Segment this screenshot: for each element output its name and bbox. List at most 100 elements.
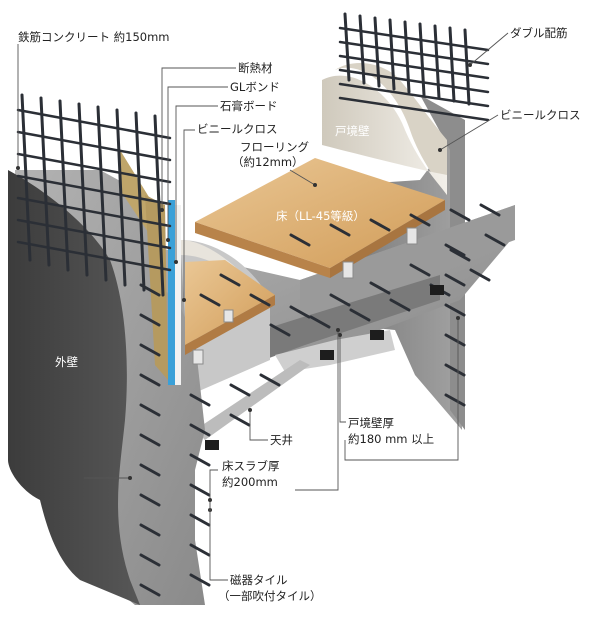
rebar-vertical-left [96,105,108,282]
rebar-stub [189,513,211,527]
rebar-stub [369,281,391,295]
rebar-stub [139,493,161,507]
leader-line [289,169,316,186]
label-slab-thickness: 約200mm [222,475,278,489]
rebar-horizontal-left [16,218,172,250]
leader-line [209,469,218,510]
rebar-stub [229,413,251,427]
label-gypsum: 石膏ボード [220,99,278,113]
rebar-stub [189,543,211,557]
slab-void [430,285,444,295]
rebar-vertical-right [358,14,366,85]
label-tile-note: （一部吹付タイル） [218,589,322,603]
rebar-stub [444,273,466,287]
partition-wall [345,55,465,430]
floor-slab-front [300,205,515,318]
leader-dot [166,238,170,242]
flooring-main-edge [195,222,330,278]
label-insulation: 断熱材 [238,61,273,75]
partition-wall-side [420,95,465,430]
rebar-stub [139,553,161,567]
label-exterior-wall: 外壁 [55,355,78,369]
leader-dot [438,148,442,152]
rebar-stub [444,363,466,377]
leader-dot [248,408,252,412]
leader-dot [182,298,186,302]
label-partition: 戸境壁 [335,124,370,138]
partition-cloth-sheet [322,75,447,195]
leader-line [161,67,236,210]
rebar-stub [444,333,466,347]
rebar-stub [309,315,331,329]
leader-line [249,410,268,441]
rebar-stub [444,393,466,407]
rebar-stub [199,293,221,307]
rebar-stub [139,433,161,447]
rebar-vertical-right [448,26,456,103]
rebar-stub [449,248,471,262]
gl-bond-layer [168,200,175,385]
rebar-stub [484,233,506,247]
label-vinyl-left: ビニールクロス [197,122,278,136]
rebar-stub [409,263,431,277]
rebar-horizontal-left [16,196,172,228]
flooring-left-edge [185,295,275,355]
ceiling-board [275,330,395,372]
rebar-layer [16,12,506,597]
leader-line [183,129,195,300]
rebar-vertical-left [153,114,165,297]
label-slab: 床スラブ厚 [222,459,280,473]
rebar-vertical-left [134,111,146,292]
rebar-stub [229,383,251,397]
rebar-horizontal-left [16,174,172,206]
leader-dot [468,63,472,67]
label-floor-grade: 床（LL-45等級） [276,209,365,223]
rebar-stub [189,453,211,467]
rebar-stub [479,203,501,217]
leader-line [175,105,218,262]
rebar-stub [444,303,466,317]
rebar-stub [139,373,161,387]
leader-line [339,335,346,423]
rebar-stub [259,373,281,387]
leader-dot [336,328,340,332]
flooring-main [195,158,445,268]
floor-slab-underside [230,275,440,365]
rebar-stub [189,423,211,437]
insulation-layer-lower [145,195,168,380]
rebar-vertical-right [418,22,426,97]
rebar-horizontal-right [338,26,490,52]
rebar-stub [449,208,471,222]
rebar-horizontal-left [16,152,172,184]
rebar-vertical-left [77,102,89,277]
rebar-vertical-right [403,20,411,94]
leader-line [295,330,339,491]
rebar-horizontal-right [338,82,490,108]
label-tile: 磁器タイル [230,573,288,587]
rebar-vertical-right [463,28,471,106]
leader-dot [313,183,317,187]
rebar-stub [269,323,291,337]
label-double-rebar: ダブル配筋 [510,26,568,40]
slab-void [320,350,334,360]
label-partition-thickness-value: 約180 mm 以上 [348,432,435,446]
leader-dot [456,316,460,320]
rebar-horizontal-right [338,96,490,122]
rebar-stub [139,463,161,477]
rebar-stub [289,305,311,319]
flooring-left [185,260,275,345]
rebar-stub [139,313,161,327]
rebar-stub [329,293,351,307]
rebar-horizontal-right [338,40,490,66]
label-vinyl-right: ビニールクロス [500,108,581,122]
leader-dot [16,166,20,170]
rebar-stub [189,393,211,407]
floor-supports [192,227,418,365]
rebar-vertical-right [433,24,441,100]
partition-cloth [335,63,447,196]
leader-dot [160,208,164,212]
label-concrete: 鉄筋コンクリート 約150mm [18,30,170,44]
rebar-stub [444,243,466,257]
label-ceiling: 天井 [270,433,293,447]
